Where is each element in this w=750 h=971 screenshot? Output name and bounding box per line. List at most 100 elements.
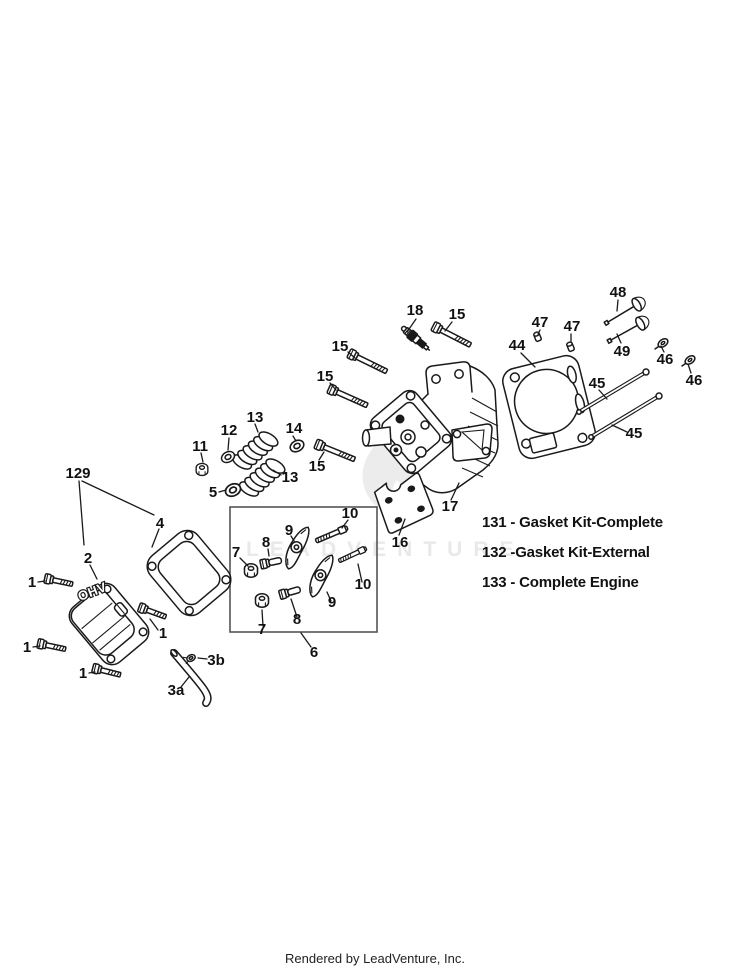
callout-12[interactable]: 12	[221, 422, 238, 439]
callout-8[interactable]: 8	[293, 611, 301, 628]
callout-10[interactable]: 10	[355, 576, 372, 593]
callout-129[interactable]: 129	[65, 465, 90, 482]
callout-9[interactable]: 9	[328, 594, 336, 611]
dowel-pin	[532, 330, 543, 343]
leader	[616, 333, 622, 344]
leader	[218, 489, 227, 493]
callout-8[interactable]: 8	[262, 534, 270, 551]
callout-9[interactable]: 9	[285, 522, 293, 539]
leader	[89, 564, 98, 580]
leader	[300, 632, 312, 648]
leader	[254, 423, 259, 433]
callout-4[interactable]: 4	[156, 515, 165, 532]
cover-bolt	[35, 637, 68, 655]
callout-7[interactable]: 7	[232, 544, 240, 561]
leader	[200, 452, 204, 463]
callout-1[interactable]: 1	[23, 639, 31, 656]
callout-16[interactable]: 16	[392, 534, 409, 551]
leader	[406, 318, 417, 333]
callout-1[interactable]: 1	[159, 625, 167, 642]
leader	[272, 469, 282, 476]
leader	[197, 657, 208, 660]
callout-2[interactable]: 2	[84, 550, 92, 567]
head-bolt	[429, 320, 474, 351]
callout-1[interactable]: 1	[79, 665, 87, 682]
cover-gasket-illustration	[146, 529, 232, 617]
leader	[398, 518, 406, 536]
callout-15[interactable]: 15	[449, 306, 466, 323]
callout-46[interactable]: 46	[657, 351, 674, 368]
head-gasket-illustration	[502, 354, 596, 460]
leader	[81, 480, 155, 516]
cover-bolt	[42, 572, 75, 590]
push-rod	[588, 392, 663, 440]
callout-45[interactable]: 45	[589, 375, 606, 392]
leader	[78, 480, 85, 546]
callout-13[interactable]: 13	[247, 409, 264, 426]
callout-3a[interactable]: 3a	[168, 682, 185, 699]
rocker-parts-box	[229, 506, 378, 633]
callout-15[interactable]: 15	[332, 338, 349, 355]
guide-plate-illustration	[373, 472, 434, 534]
callout-46[interactable]: 46	[686, 372, 703, 389]
leader	[32, 645, 41, 648]
spark-plug-illustration	[400, 325, 431, 351]
leader	[660, 345, 665, 353]
callout-15[interactable]: 15	[309, 458, 326, 475]
callout-47[interactable]: 47	[532, 314, 549, 331]
leader	[598, 389, 608, 400]
leader	[239, 557, 249, 567]
cover-bolt	[90, 662, 123, 681]
callout-13[interactable]: 13	[282, 469, 299, 486]
leader	[329, 382, 337, 391]
callout-10[interactable]: 10	[342, 505, 359, 522]
callout-18[interactable]: 18	[407, 302, 424, 319]
callout-49[interactable]: 49	[614, 343, 631, 360]
leader	[292, 435, 297, 442]
callout-47[interactable]: 47	[564, 318, 581, 335]
rendered-by-footer: Rendered by LeadVenture, Inc.	[285, 951, 465, 966]
pivot-bolt	[277, 584, 303, 601]
callout-45[interactable]: 45	[626, 425, 643, 442]
callout-6[interactable]: 6	[310, 644, 318, 661]
leader	[444, 321, 453, 332]
spring-seat	[287, 437, 307, 455]
leader	[687, 363, 692, 374]
callout-15[interactable]: 15	[317, 368, 334, 385]
callout-1[interactable]: 1	[28, 574, 36, 591]
callout-48[interactable]: 48	[610, 284, 627, 301]
leader	[151, 528, 160, 548]
leader	[341, 519, 349, 529]
callout-7[interactable]: 7	[258, 621, 266, 638]
callout-11[interactable]: 11	[192, 438, 208, 455]
kit-label-gasket-external[interactable]: 132 -Gasket Kit-External	[482, 544, 650, 561]
callout-3b[interactable]: 3b	[207, 652, 225, 669]
kit-label-complete-engine[interactable]: 133 - Complete Engine	[482, 574, 639, 591]
callout-14[interactable]: 14	[286, 420, 303, 437]
kit-label-gasket-complete[interactable]: 131 - Gasket Kit-Complete	[482, 514, 663, 531]
leader	[88, 671, 96, 674]
breather-tube-illustration	[170, 648, 212, 707]
leader	[180, 676, 190, 688]
leader	[290, 598, 298, 618]
leader	[537, 329, 541, 335]
head-bolt	[345, 347, 390, 377]
leader-lines	[32, 299, 692, 688]
leader	[347, 351, 356, 359]
tube-clamp-illustration	[182, 653, 196, 665]
leadventure-text-watermark: LEADVENTURE	[246, 538, 525, 561]
leader	[37, 580, 46, 583]
callout-5[interactable]: 5	[209, 484, 217, 501]
leader	[267, 548, 270, 557]
leader	[261, 609, 264, 627]
leader	[318, 451, 325, 461]
leader	[290, 535, 295, 542]
callout-44[interactable]: 44	[509, 337, 526, 354]
leader	[520, 352, 536, 368]
spring-retainer	[195, 462, 209, 477]
leader	[227, 437, 230, 451]
callout-17[interactable]: 17	[442, 498, 459, 515]
push-rod	[576, 368, 650, 415]
